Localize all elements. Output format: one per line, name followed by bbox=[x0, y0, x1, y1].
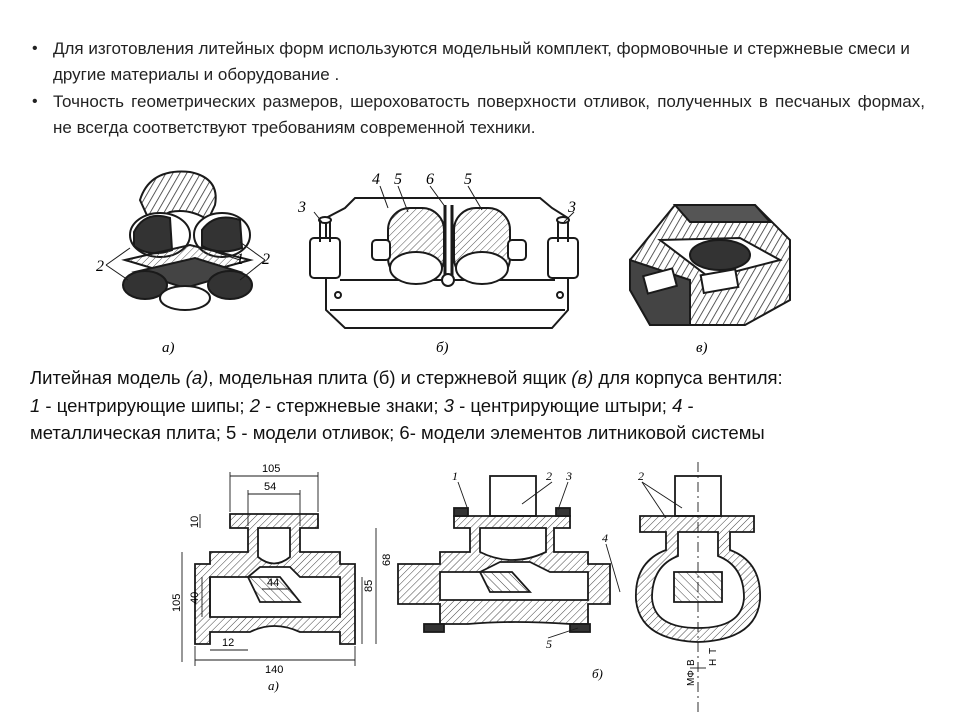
callout-1: 2 bbox=[96, 258, 104, 275]
callout-1: 1 bbox=[452, 469, 458, 483]
caption-line-2: 1 - центрирующие шипы; 2 - стержневые зн… bbox=[30, 394, 694, 416]
dim-105-left: 105 bbox=[171, 594, 183, 612]
dim-140: 140 bbox=[265, 664, 283, 676]
axis-mark-v: В bbox=[686, 659, 697, 666]
caption-line-1: Литейная модель (а), модельная плита (б)… bbox=[30, 367, 783, 388]
callout-2: 2 bbox=[546, 469, 552, 483]
callout-3: 3 bbox=[567, 199, 576, 216]
figure-pattern-set: 2 1 2 а) 3 4 5 6 5 3 б) bbox=[96, 170, 791, 356]
bullet-text: Точность геометрических размеров, шерохо… bbox=[53, 92, 925, 137]
dim-105-top: 105 bbox=[262, 463, 280, 475]
drawing-corebox-c bbox=[629, 204, 791, 326]
callout-5: 5 bbox=[546, 637, 552, 651]
callout-4: 4 bbox=[372, 171, 380, 188]
bullet-text: Для изготовления литейных форм использую… bbox=[53, 39, 910, 84]
dim-40: 40 bbox=[189, 592, 201, 604]
drawing-valve-b bbox=[397, 475, 611, 633]
callout-lines-a bbox=[105, 241, 266, 281]
callout-4: 4 bbox=[602, 531, 608, 545]
dim-10: 10 bbox=[189, 516, 201, 528]
dim-12: 12 bbox=[222, 637, 234, 649]
callout-lines-b bbox=[457, 481, 621, 639]
caption-line-3: металлическая плита; 5 - модели отливок;… bbox=[30, 422, 765, 443]
callout-6: 6 bbox=[426, 171, 434, 188]
figure-valve-drawings: 105 54 10 68 105 40 44 85 12 140 а) 1 2 … bbox=[171, 462, 761, 712]
axis-mark-n: Н bbox=[708, 659, 719, 666]
figure-label-a: а) bbox=[162, 340, 175, 356]
callout-3: 3 bbox=[565, 469, 572, 483]
dim-54: 54 bbox=[264, 481, 276, 493]
figure-label-a: а) bbox=[268, 678, 279, 693]
drawing-valve-a bbox=[194, 513, 356, 645]
drawing-valve-c bbox=[635, 462, 761, 712]
bullet-dot-icon: • bbox=[32, 40, 38, 57]
figure-label-c: в) bbox=[696, 340, 708, 356]
dim-68: 68 bbox=[381, 554, 393, 566]
figure-label-b: б) bbox=[592, 666, 603, 681]
drawing-plate-b bbox=[309, 197, 579, 329]
callout-2: 2 bbox=[638, 469, 644, 483]
callout-lines-c bbox=[641, 481, 706, 669]
callout-2: 1 bbox=[236, 251, 244, 268]
axis-mark-t: Т bbox=[708, 648, 719, 654]
bullet-item: • Для изготовления литейных форм использ… bbox=[30, 36, 925, 88]
bullet-dot-icon: • bbox=[32, 93, 38, 110]
callout-5: 5 bbox=[464, 171, 472, 188]
dim-44: 44 bbox=[267, 577, 279, 589]
figure-caption: Литейная модель (а), модельная плита (б)… bbox=[30, 364, 935, 447]
dim-85: 85 bbox=[363, 580, 375, 592]
axis-mark-mf: МФ bbox=[686, 670, 697, 686]
callout-5: 5 bbox=[394, 171, 402, 188]
dimension-lines-a bbox=[181, 472, 377, 666]
callout-3: 2 bbox=[262, 251, 270, 268]
bullet-item: • Точность геометрических размеров, шеро… bbox=[30, 89, 925, 141]
figure-label-b: б) bbox=[436, 340, 449, 356]
callout-lines-b bbox=[313, 185, 575, 223]
callout-3: 3 bbox=[297, 199, 306, 216]
bullet-list: • Для изготовления литейных форм использ… bbox=[30, 36, 925, 142]
drawing-model-a bbox=[121, 170, 254, 311]
